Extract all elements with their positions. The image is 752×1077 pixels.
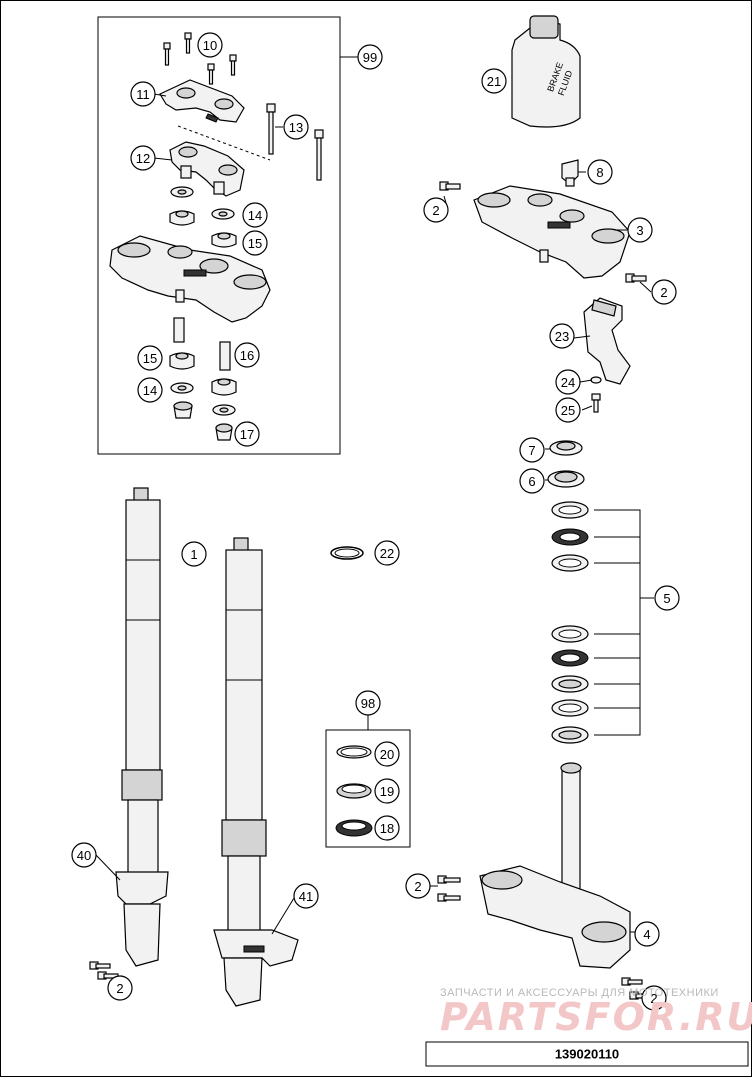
callout-40: 40 <box>71 842 97 868</box>
callout-41: 41 <box>293 883 319 909</box>
callout-24: 24 <box>555 369 581 395</box>
callout-18: 18 <box>374 815 400 841</box>
callout-label: 20 <box>380 747 394 762</box>
callout-4: 4 <box>634 921 660 947</box>
triple-clamp-upper-3 <box>439 159 647 283</box>
callout-label: 15 <box>143 351 157 366</box>
callout-label: 99 <box>363 50 377 65</box>
callout-14: 14 <box>137 377 163 403</box>
callout-label: 41 <box>299 889 313 904</box>
screw-13-group <box>266 103 324 181</box>
callout-label: 14 <box>143 383 157 398</box>
screw-10-group <box>163 32 237 85</box>
callout-22: 22 <box>374 540 400 566</box>
callout-label: 15 <box>248 236 262 251</box>
callout-7: 7 <box>519 437 545 463</box>
callout-label: 98 <box>361 696 375 711</box>
callout-label: 2 <box>116 981 123 996</box>
handlebar-clamp-base-12 <box>169 141 245 197</box>
callout-label: 21 <box>487 74 501 89</box>
damper-group-upper <box>169 186 237 248</box>
callout-label: 13 <box>289 120 303 135</box>
callout-label: 1 <box>190 547 197 562</box>
callout-label: 25 <box>561 403 575 418</box>
callout-13: 13 <box>283 114 309 140</box>
callout-2: 2 <box>651 279 677 305</box>
callout-label: 40 <box>77 848 91 863</box>
document-number: 139020110 <box>555 1047 619 1062</box>
bracket-23 <box>583 297 631 413</box>
callout-label: 18 <box>380 821 394 836</box>
callout-label: 2 <box>414 879 421 894</box>
callout-11: 11 <box>130 81 156 107</box>
callout-label: 11 <box>136 87 150 102</box>
callout-15: 15 <box>137 345 163 371</box>
callout-6: 6 <box>519 468 545 494</box>
callout-15: 15 <box>242 230 268 256</box>
watermark-logo: PARTSFOR.RU <box>440 995 752 1039</box>
callout-label: 24 <box>561 375 575 390</box>
damper-group-lower <box>169 317 237 441</box>
document-number-box <box>425 1041 749 1067</box>
callout-label: 2 <box>432 203 439 218</box>
fork-leg-right-1 <box>213 537 299 1007</box>
callout-label: 3 <box>636 223 643 238</box>
callout-14: 14 <box>242 202 268 228</box>
callout-23: 23 <box>549 323 575 349</box>
callout-label: 2 <box>660 285 667 300</box>
callout-98: 98 <box>355 690 381 716</box>
kit-99-group <box>97 16 358 455</box>
kit-98-group <box>325 715 411 848</box>
callout-8: 8 <box>587 159 613 185</box>
triple-clamp-lower-4 <box>437 762 651 1000</box>
callout-12: 12 <box>130 145 156 171</box>
watermark-text: ЗАПЧАСТИ И АКСЕССУАРЫ ДЛЯ МОТОТЕХНИКИ <box>440 987 719 999</box>
callout-2: 2 <box>107 975 133 1001</box>
fork-leg-left-1 <box>89 487 169 980</box>
callout-label: 12 <box>136 151 150 166</box>
callout-16: 16 <box>234 342 260 368</box>
kit-99-box <box>97 16 341 455</box>
callout-2: 2 <box>405 873 431 899</box>
callout-19: 19 <box>374 778 400 804</box>
handlebar-clamp-top-11 <box>159 79 245 123</box>
callout-label: 8 <box>596 165 603 180</box>
callout-1: 1 <box>181 541 207 567</box>
callout-5: 5 <box>654 585 680 611</box>
callout-label: 7 <box>528 443 535 458</box>
callout-10: 10 <box>197 32 223 58</box>
callout-25: 25 <box>555 397 581 423</box>
brake-fluid-can-21: BRAKE FLUID <box>511 15 581 128</box>
callout-label: 10 <box>203 38 217 53</box>
triple-clamp-upper-kit <box>109 235 271 323</box>
callout-21: 21 <box>481 68 507 94</box>
callout-20: 20 <box>374 741 400 767</box>
callout-label: 6 <box>528 474 535 489</box>
callout-17: 17 <box>234 421 260 447</box>
callout-label: 5 <box>663 591 670 606</box>
callout-99: 99 <box>357 44 383 70</box>
callout-2: 2 <box>641 985 667 1011</box>
callout-2: 2 <box>423 197 449 223</box>
callout-label: 17 <box>240 427 254 442</box>
callout-label: 22 <box>380 546 394 561</box>
callout-label: 14 <box>248 208 262 223</box>
callout-label: 4 <box>643 927 650 942</box>
o-ring-22 <box>330 546 364 560</box>
callout-label: 2 <box>650 991 657 1006</box>
callout-label: 19 <box>380 784 394 799</box>
callout-3: 3 <box>627 217 653 243</box>
steering-bearing-stack <box>547 440 654 744</box>
callout-label: 16 <box>240 348 254 363</box>
callout-label: 23 <box>555 329 569 344</box>
